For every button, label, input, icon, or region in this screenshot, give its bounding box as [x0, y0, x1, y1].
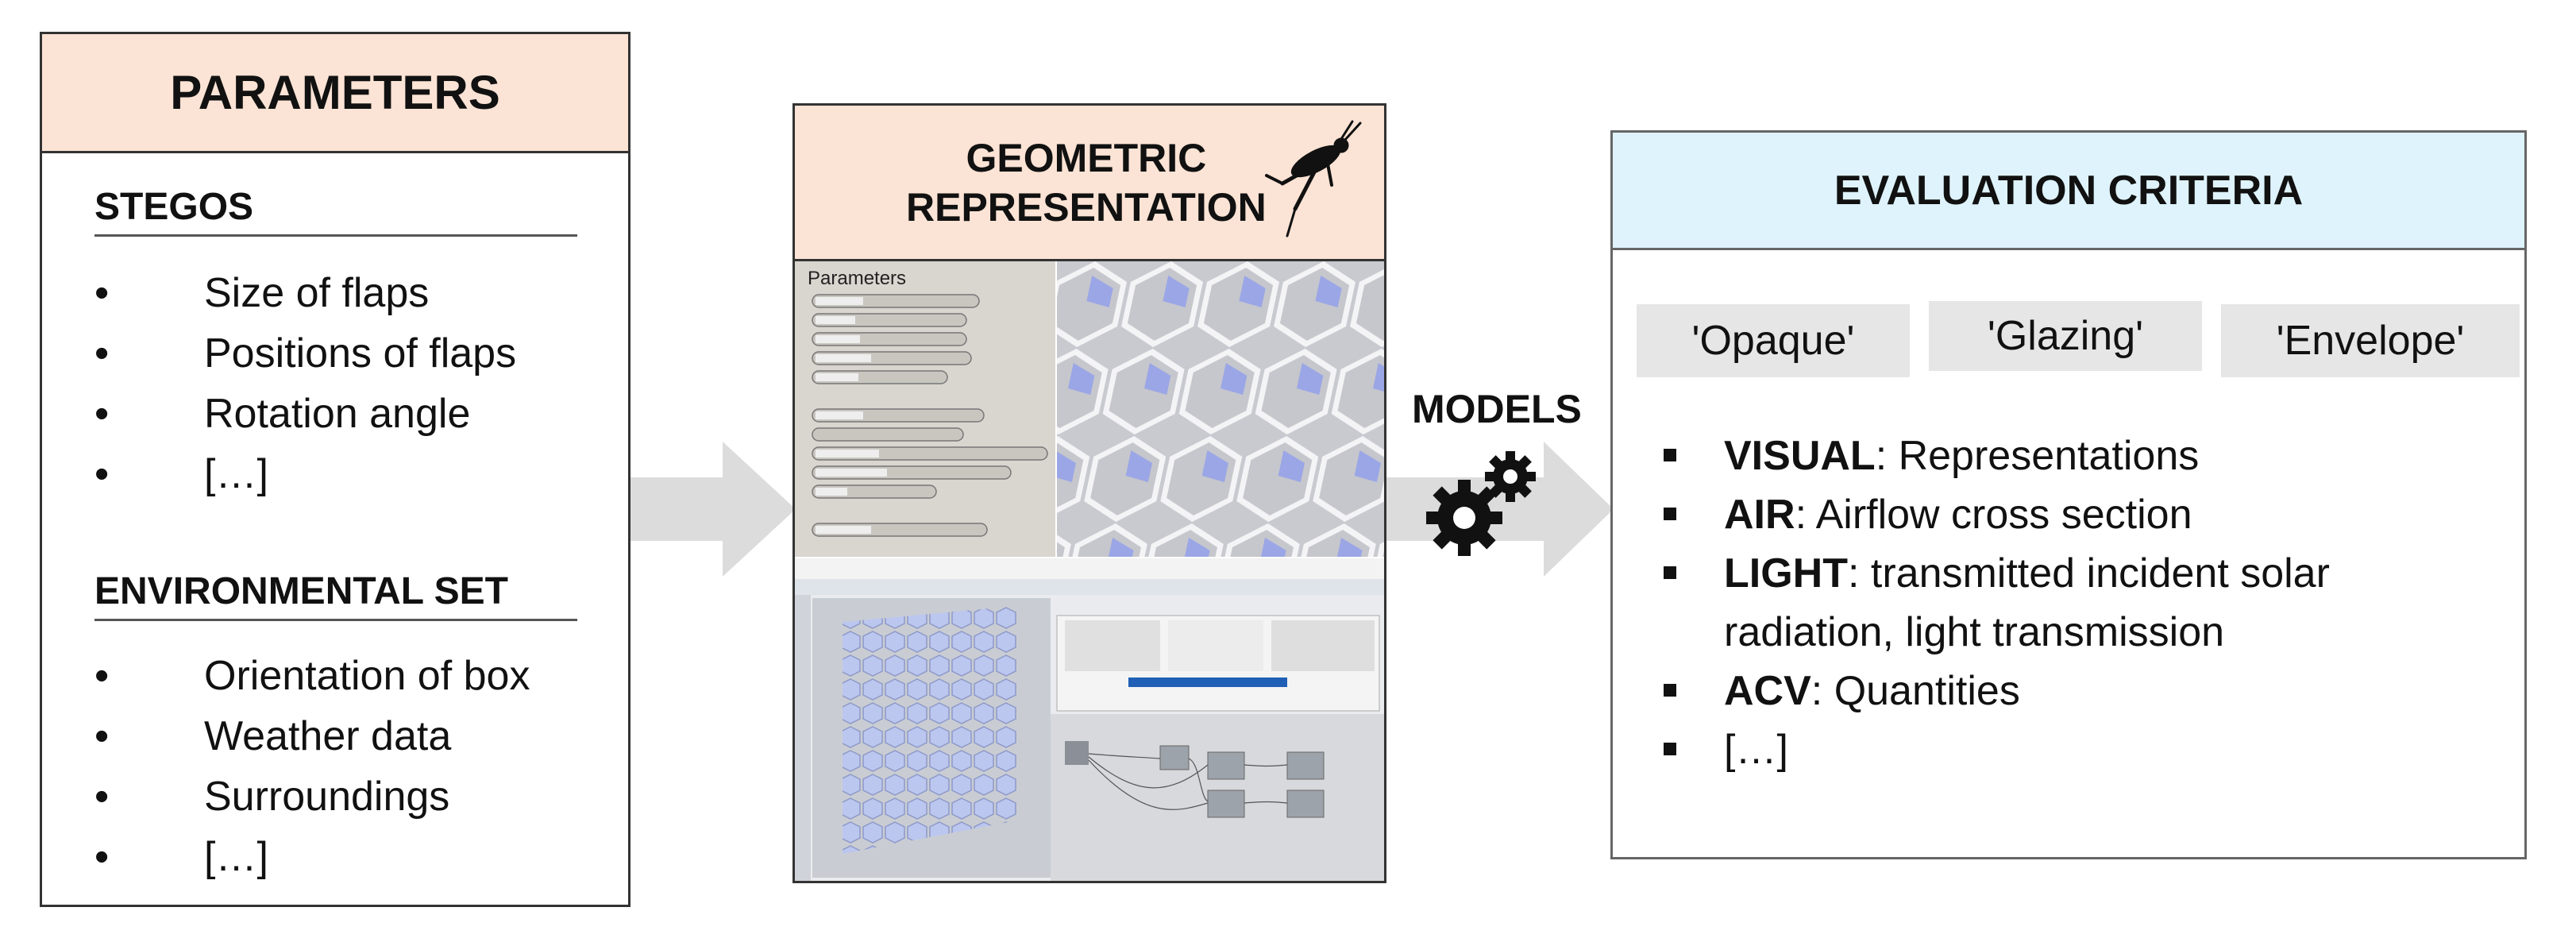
tag-glazing: 'Glazing' — [1929, 301, 2202, 371]
parameters-title: PARAMETERS — [42, 34, 628, 153]
parameters-ui-label: Parameters — [808, 268, 907, 289]
criteria-item-air: AIR: Airflow cross section — [1657, 485, 2330, 544]
list-item: […] — [94, 827, 530, 887]
gears-icon — [1426, 451, 1536, 556]
arrow-geo-to-eval — [1385, 442, 1614, 577]
criteria-list: VISUAL: Representations AIR: Airflow cro… — [1657, 427, 2330, 779]
criteria-item-visual: VISUAL: Representations — [1657, 427, 2330, 485]
arrow-params-to-geo — [627, 442, 796, 577]
geometric-title-line1: GEOMETRIC — [966, 135, 1207, 180]
list-item: Weather data — [94, 706, 530, 766]
evaluation-title: EVALUATION CRITERIA — [1613, 133, 2524, 250]
list-item: Size of flaps — [94, 263, 516, 323]
rhino-grasshopper-screenshot — [795, 558, 1384, 881]
geometric-panel: GEOMETRIC REPRESENTATION Parameters — [792, 103, 1386, 883]
environmental-underline — [94, 619, 577, 621]
tag-opaque: 'Opaque' — [1637, 304, 1910, 377]
parameters-panel: PARAMETERS STEGOS Size of flaps Position… — [40, 32, 631, 907]
models-label: MODELS — [1412, 387, 1582, 431]
stegos-list: Size of flaps Positions of flaps Rotatio… — [94, 263, 516, 504]
grasshopper-icon — [1265, 120, 1362, 237]
criteria-item-light-continuation: radiation, light transmission — [1724, 609, 2225, 655]
criteria-item-light: LIGHT: transmitted incident solar — [1657, 544, 2330, 603]
list-item: Positions of flaps — [94, 323, 516, 384]
list-item: Orientation of box — [94, 646, 530, 706]
list-item: Rotation angle — [94, 384, 516, 444]
geometric-header: GEOMETRIC REPRESENTATION — [795, 106, 1384, 261]
list-item: […] — [94, 444, 516, 504]
stegos-title: STEGOS — [94, 186, 254, 228]
parameters-ui-screenshot: Parameters — [795, 261, 1055, 557]
hexagon-facade-render — [1057, 261, 1384, 557]
stegos-underline — [94, 234, 577, 237]
environmental-list: Orientation of box Weather data Surround… — [94, 646, 530, 887]
environmental-title: ENVIRONMENTAL SET — [94, 570, 508, 612]
criteria-item-more: […] — [1657, 720, 2330, 779]
list-item: Surroundings — [94, 766, 530, 827]
criteria-item-acv: ACV: Quantities — [1657, 662, 2330, 720]
slider-panels — [812, 294, 1048, 537]
tag-envelope: 'Envelope' — [2221, 304, 2520, 377]
geometric-title-line2: REPRESENTATION — [906, 184, 1267, 230]
evaluation-panel: EVALUATION CRITERIA 'Opaque' 'Glazing' '… — [1610, 130, 2527, 859]
